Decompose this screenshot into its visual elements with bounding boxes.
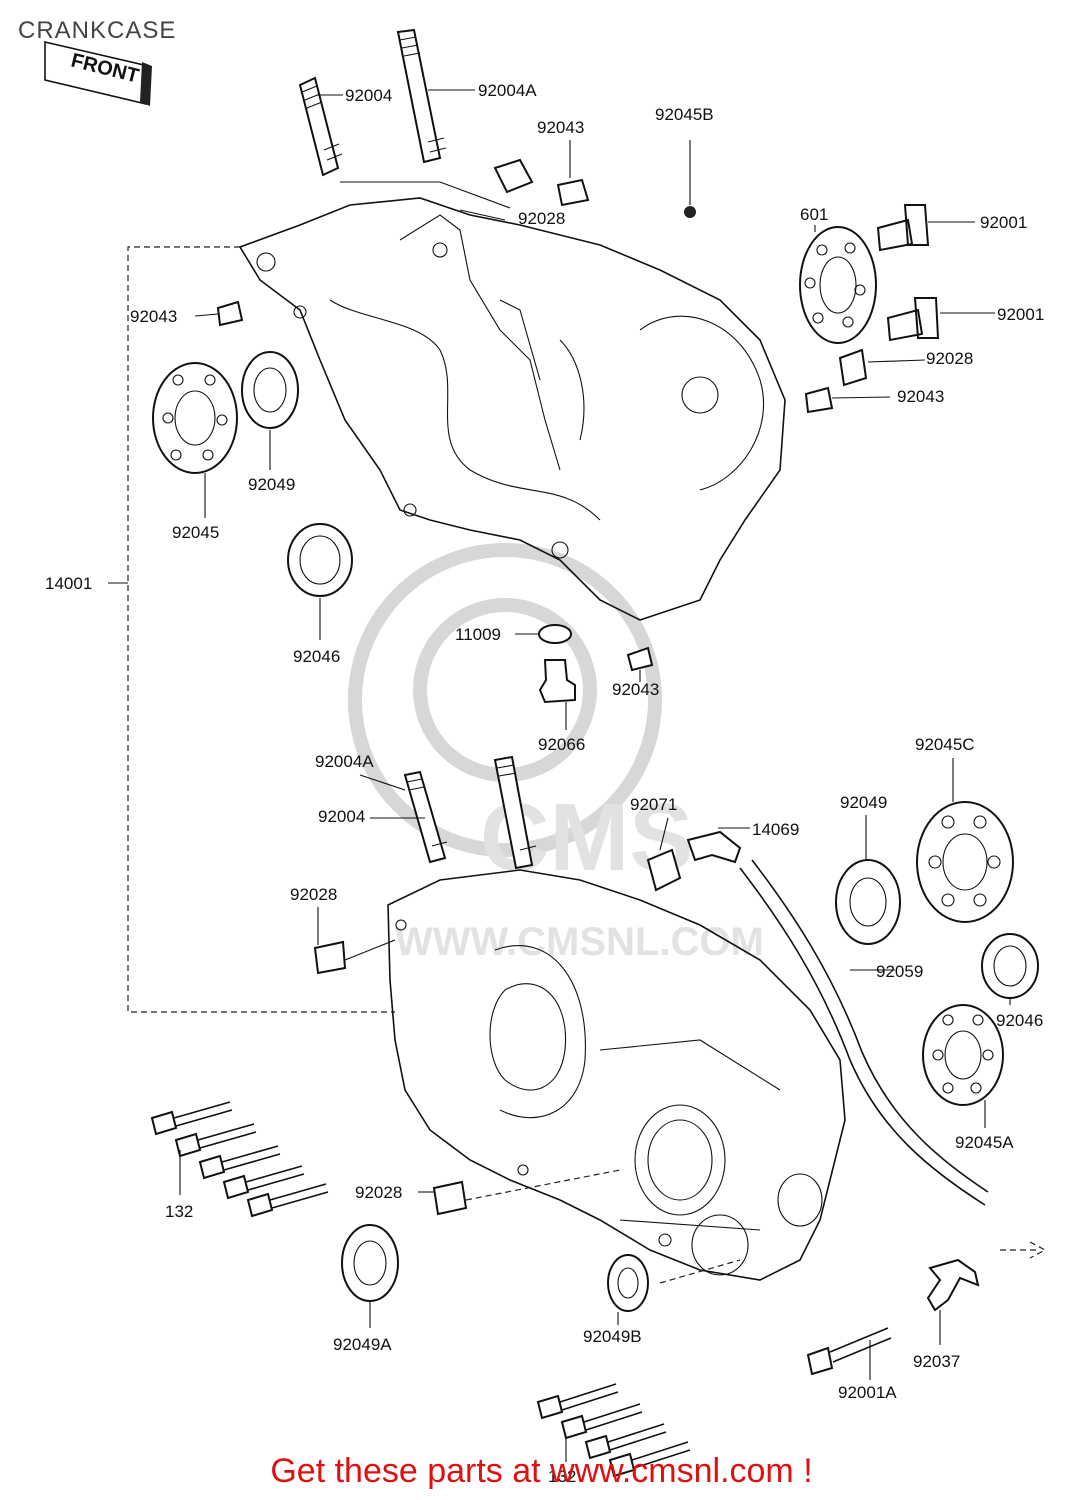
label-92043-left: 92043 <box>130 307 177 326</box>
fitting-92071 <box>646 848 682 892</box>
label-92004A-lower: 92004A <box>315 752 374 771</box>
label-92045A: 92045A <box>955 1133 1014 1152</box>
label-92037: 92037 <box>913 1352 960 1371</box>
hose-92059 <box>739 867 986 1206</box>
bearing-92045A <box>922 1004 1004 1106</box>
watermark-url: WWW.CMSNL.COM <box>395 920 764 964</box>
bolts-132-bottom <box>536 1383 691 1478</box>
clamp-92037 <box>926 1258 980 1312</box>
needle-bearing-92046-right <box>981 933 1039 999</box>
needle-bearing-92046-left <box>287 523 353 597</box>
dowel-pin-92028-top <box>493 158 534 194</box>
label-92028-lower: 92028 <box>290 885 337 904</box>
label-14069: 14069 <box>752 820 799 839</box>
dowel-pin-92043-left <box>216 300 244 327</box>
label-92049A: 92049A <box>333 1335 392 1354</box>
label-601: 601 <box>800 205 828 224</box>
label-132-bottom: 132 <box>548 1467 576 1486</box>
label-11009: 11009 <box>455 625 501 644</box>
label-92001A: 92001A <box>838 1383 897 1402</box>
stud-92004A-lower <box>403 770 448 864</box>
label-92071: 92071 <box>630 795 677 814</box>
label-92028-bottom: 92028 <box>355 1183 402 1202</box>
label-92001-b: 92001 <box>997 305 1044 324</box>
crankcase-bracket-line <box>127 246 395 1013</box>
circlip-92045B <box>684 206 696 218</box>
label-92043-right: 92043 <box>897 387 944 406</box>
bearing-92045C <box>916 801 1014 923</box>
label-92046-right: 92046 <box>996 1011 1043 1030</box>
bearing-601 <box>799 226 877 344</box>
bearing-92045-left <box>152 362 238 474</box>
bolt-92001-b <box>886 297 940 342</box>
dowel-pin-92028-bottom <box>432 1180 468 1216</box>
label-92046-left: 92046 <box>293 647 340 666</box>
label-92004: 92004 <box>345 86 392 105</box>
bolt-92001-a <box>876 204 930 252</box>
label-92049-right: 92049 <box>840 793 887 812</box>
oil-seal-92049A <box>341 1224 399 1302</box>
label-14001: 14001 <box>45 574 92 593</box>
oil-seal-92049-left <box>241 351 299 429</box>
label-92045-left: 92045 <box>172 523 219 542</box>
label-92028-top: 92028 <box>518 209 565 228</box>
oil-seal-92049B <box>607 1254 649 1312</box>
dowel-pin-92043-top <box>556 178 590 207</box>
gasket-11009 <box>538 624 572 644</box>
label-132-left: 132 <box>165 1202 193 1221</box>
dowel-pin-92028-right <box>838 348 868 387</box>
front-indicator: FRONT <box>44 40 152 106</box>
bolts-132-left <box>150 1101 329 1218</box>
oil-seal-92049-right <box>835 859 901 945</box>
label-92045B: 92045B <box>655 105 714 124</box>
label-92049B: 92049B <box>583 1327 642 1346</box>
dowel-pin-92043-middle <box>626 646 654 672</box>
label-92028-right: 92028 <box>926 349 973 368</box>
page-title: CRANKCASE <box>18 17 176 44</box>
stud-92004-lower <box>493 755 537 870</box>
label-92001-a: 92001 <box>980 213 1027 232</box>
bolt-92001A <box>806 1327 892 1376</box>
label-92043-top: 92043 <box>537 118 584 137</box>
parts-link-banner[interactable]: Get these parts at www.cmsnl.com ! <box>270 1452 813 1490</box>
stud-92004A-top <box>396 28 447 164</box>
label-92004-lower: 92004 <box>318 807 365 826</box>
dowel-pin-92028-lower-left <box>313 940 347 975</box>
label-92043-middle: 92043 <box>612 680 659 699</box>
label-92066: 92066 <box>538 735 585 754</box>
leader-lines <box>108 89 1047 1462</box>
part-number-labels: 92004 92004A 92043 92045B 92028 601 9200… <box>45 81 1044 1486</box>
label-92045C: 92045C <box>915 735 975 754</box>
dowel-pin-92043-right <box>804 386 834 414</box>
elbow-14069 <box>686 830 742 864</box>
cmsnl-watermark: CMS WWW.CMSNL.COM <box>348 543 764 964</box>
lower-crankcase-half <box>387 869 846 1281</box>
stud-92004-top <box>298 76 343 177</box>
label-92049-left: 92049 <box>248 475 295 494</box>
upper-crankcase-half <box>238 197 786 621</box>
plug-92066 <box>538 659 576 704</box>
label-92059: 92059 <box>876 962 923 981</box>
label-92004A-top: 92004A <box>478 81 537 100</box>
